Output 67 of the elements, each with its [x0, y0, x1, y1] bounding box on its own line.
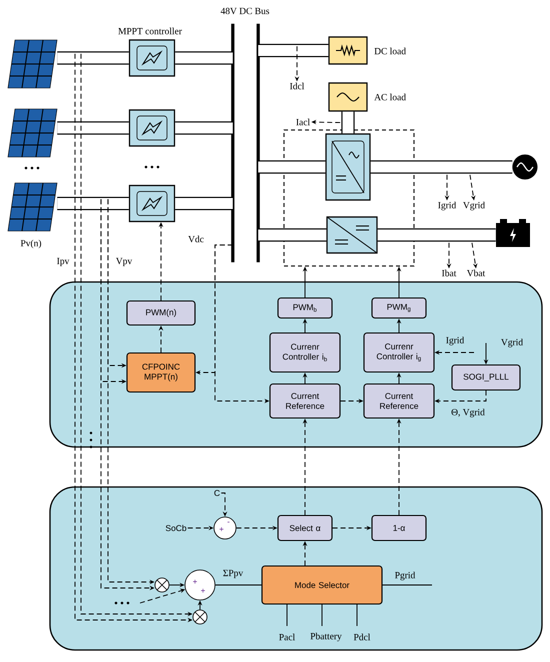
power-line: [341, 112, 355, 134]
power-line: [175, 121, 233, 135]
dashed-group-box: [284, 130, 414, 266]
process-box: Current Reference: [269, 383, 341, 419]
power-line: [258, 44, 328, 58]
signal-line: [286, 604, 288, 626]
power-line: [57, 196, 129, 210]
solar-panel: [8, 40, 58, 88]
edge-label: Vgrid: [500, 338, 524, 348]
signal-label: Idcl: [290, 82, 304, 90]
signal-label: Igrid: [438, 202, 456, 210]
edge-label: Pdcl: [352, 632, 372, 642]
solar-panel: [8, 108, 58, 158]
multiplier-symbol: [192, 610, 208, 624]
converter-box: [128, 39, 176, 77]
load-box: [328, 82, 368, 112]
converter-box: [128, 184, 176, 222]
signal-label: SoCb: [166, 524, 186, 532]
signal-label: Ipv: [57, 258, 70, 266]
signal-label: Vpv: [116, 258, 132, 266]
signal-label: C: [214, 490, 220, 496]
power-line: [57, 51, 129, 65]
ac-source-symbol: [512, 154, 538, 180]
component-label: MPPT controller: [118, 28, 182, 34]
signal-label: Ibat: [442, 270, 456, 276]
process-box: Mode Selector: [261, 565, 383, 605]
multiplier-symbol: [154, 578, 170, 592]
component-label: Pv(n): [20, 240, 42, 248]
process-box: Currenr Controller i$_{g}$: [363, 332, 435, 373]
signal-label: Vbat: [466, 270, 486, 276]
signal-line: [382, 584, 432, 586]
process-box: PWM$_{g}$: [371, 297, 427, 319]
power-line: [175, 196, 233, 210]
signal-label: Vgrid: [463, 202, 485, 210]
signal-label: Vdc: [188, 236, 204, 242]
battery-symbol: [496, 219, 530, 247]
load-box: [328, 36, 368, 65]
process-box: PWM(n): [126, 300, 196, 326]
process-box: Currenr Controller i$_{b}$: [269, 332, 341, 373]
process-box: 1-α: [371, 514, 427, 542]
power-line: [57, 121, 129, 135]
component-label: 48V DC Bus: [220, 8, 270, 14]
power-line: [258, 160, 326, 174]
edge-label: Pgrid: [394, 570, 416, 582]
converter-box: [128, 109, 176, 147]
process-box: SOGI_PLLL: [451, 364, 521, 391]
process-box: Current Reference: [363, 383, 435, 419]
process-box: Select α: [277, 514, 333, 542]
edge-label: Θ, Vgrid: [450, 408, 486, 418]
signal-line: [356, 604, 358, 626]
power-line: [175, 51, 233, 65]
solar-panel: [8, 182, 58, 232]
bus-bars: [231, 22, 260, 264]
signal-line: [214, 584, 262, 586]
edge-label: Pacl: [278, 632, 296, 642]
inverter-box: [325, 133, 371, 201]
edge-label: Pbattery: [309, 632, 343, 642]
power-line: [370, 160, 512, 174]
component-label: DC load: [374, 48, 406, 54]
component-label: AC load: [374, 94, 406, 100]
power-line: [378, 228, 496, 242]
process-box: CFPOINC MPPT(n): [126, 352, 196, 393]
signal-label: Iacl: [296, 118, 310, 126]
converter-box: [326, 216, 378, 254]
power-line: [258, 228, 326, 242]
edge-label: Igrid: [444, 336, 466, 346]
process-box: PWM$_{b}$: [277, 297, 333, 319]
